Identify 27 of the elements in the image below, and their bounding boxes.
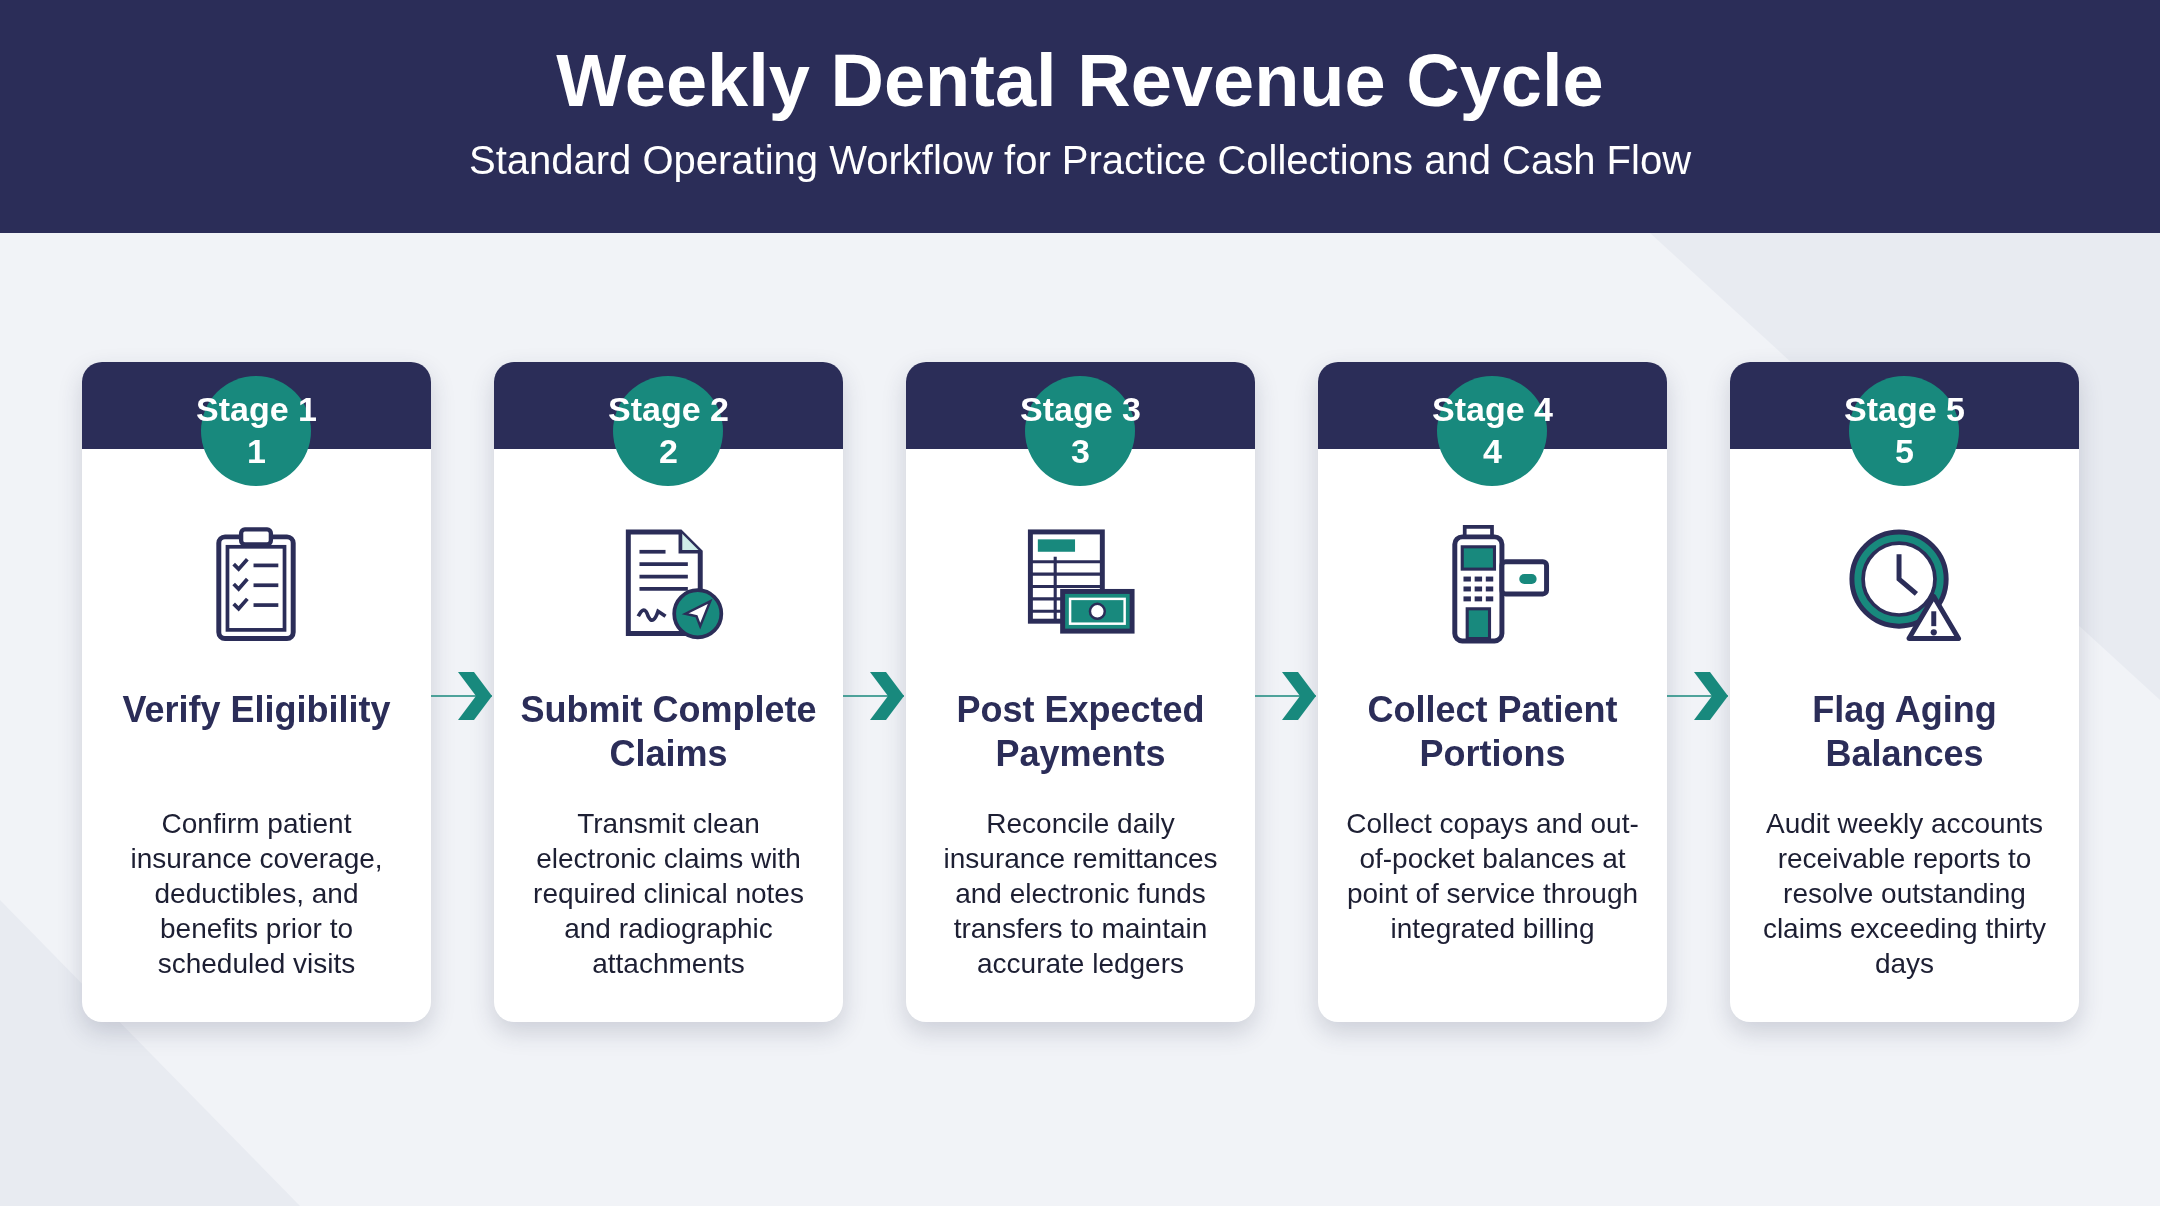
stage-number: 4 bbox=[1482, 432, 1503, 470]
stage-title: Collect Patient Portions bbox=[1366, 688, 1619, 776]
subtitle: Standard Operating Workflow for Practice Collections and Cash Flow bbox=[468, 138, 1692, 183]
stage-card bbox=[82, 362, 431, 1022]
stage-number: 1 bbox=[246, 432, 267, 470]
stage-card bbox=[494, 362, 843, 1022]
stage-number: 3 bbox=[1070, 432, 1091, 470]
stage-number: 5 bbox=[1894, 432, 1915, 470]
stage-label: Stage 2 bbox=[607, 390, 730, 428]
stage-description: Audit weekly accounts receivable reports to resolve outstanding claims exceeding thirty days bbox=[1761, 807, 2048, 981]
stage-title: Flag Aging Balances bbox=[1811, 688, 1998, 776]
stage-card bbox=[906, 362, 1255, 1022]
stage-label: Stage 5 bbox=[1843, 390, 1966, 428]
stage-card bbox=[1730, 362, 2079, 1022]
stage-label: Stage 3 bbox=[1019, 390, 1142, 428]
stage-label: Stage 4 bbox=[1431, 390, 1554, 428]
stage-number: 2 bbox=[658, 432, 679, 470]
stage-description: Confirm patient insurance coverage, deductibles, and benefits prior to scheduled visits bbox=[129, 807, 384, 981]
stage-card bbox=[1318, 362, 1667, 1022]
stage-title: Post Expected Payments bbox=[955, 688, 1206, 776]
stage-title: Submit Complete Claims bbox=[519, 688, 818, 776]
title: Weekly Dental Revenue Cycle bbox=[555, 38, 1605, 123]
stage-title: Verify Eligibility bbox=[121, 688, 392, 732]
stage-label: Stage 1 bbox=[195, 390, 318, 428]
stage-description: Reconcile daily insurance remittances and electronic funds transfers to maintain accurate ledgers bbox=[942, 807, 1219, 981]
stage-description: Collect copays and out-of-pocket balances at point of service through integrated billing bbox=[1345, 807, 1640, 946]
stage-description: Transmit clean electronic claims with required clinical notes and radiographic attachments bbox=[532, 807, 805, 981]
